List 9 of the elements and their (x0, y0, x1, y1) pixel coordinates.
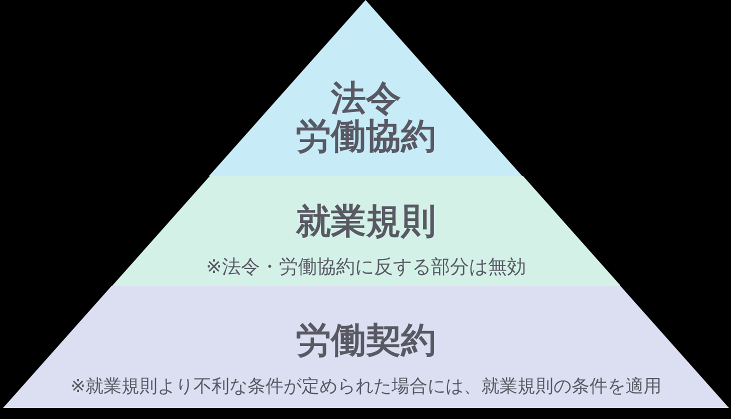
tier-heading: 就業規則 (296, 204, 436, 242)
tier-heading: 法令 (330, 81, 401, 118)
footnote-text: ※法令・労働協約に反する部分は無効 (206, 258, 526, 278)
tier-heading: 労働協約 (296, 119, 436, 156)
tier-heading: 労働契約 (296, 323, 436, 360)
pyramid-tier (112, 176, 620, 286)
pyramid-tier (3, 286, 729, 408)
footnote-text: ※就業規則より不利な条件が定められた場合には、就業規則の条件を適用 (70, 378, 662, 398)
pyramid-tier (209, 0, 523, 176)
